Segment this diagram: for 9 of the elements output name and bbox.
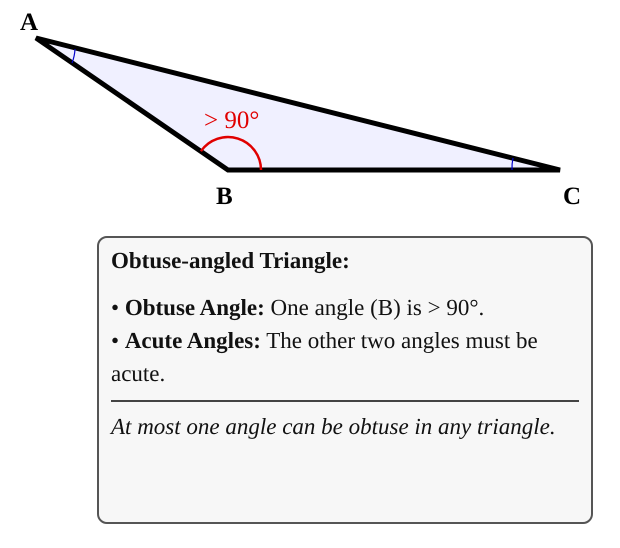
note-text: At most one angle can be obtuse in any triangle. (111, 413, 557, 441)
bullet-text: • Obtuse Angle: One angle (B) is > 90°. (111, 294, 486, 322)
vertex-label: A (20, 10, 38, 35)
vertex-label: C (563, 184, 582, 209)
info-card (97, 236, 593, 524)
vertex-label: B (216, 184, 233, 209)
card-heading: Obtuse-angled Triangle: (111, 247, 351, 276)
bullet-text: • Acute Angles: The other two angles must be acute. (111, 327, 539, 388)
angle-label: > 90° (204, 108, 260, 133)
